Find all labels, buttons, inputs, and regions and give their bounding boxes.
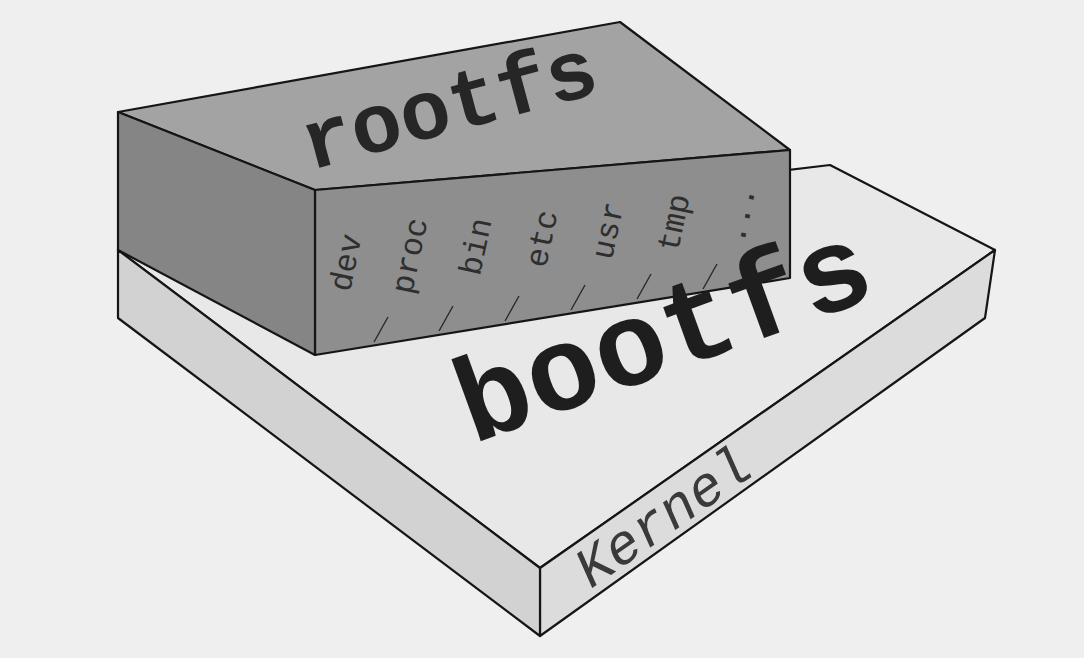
divider-line xyxy=(505,296,519,321)
divider-line xyxy=(374,317,388,342)
divider-line xyxy=(439,306,453,331)
layer-label: Kernel xyxy=(566,438,763,600)
